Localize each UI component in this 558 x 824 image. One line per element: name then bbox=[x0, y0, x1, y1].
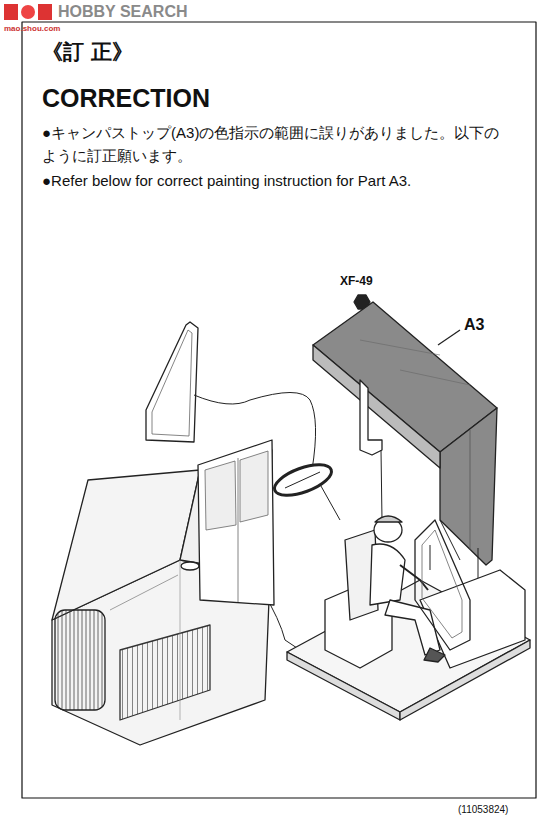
canvas-top bbox=[313, 302, 497, 565]
paint-code: XF-49 bbox=[340, 274, 373, 288]
document-number: (11053824) bbox=[458, 804, 508, 815]
watermark: mao.shou.com bbox=[4, 24, 60, 33]
side-rail bbox=[415, 520, 470, 650]
door-panel bbox=[146, 322, 198, 442]
floor-platform bbox=[287, 570, 530, 720]
page-frame bbox=[22, 22, 536, 798]
title: 《訂 正》 bbox=[42, 38, 133, 66]
steering-wheel bbox=[271, 458, 336, 501]
heading: CORRECTION bbox=[42, 84, 210, 113]
watermark-logo bbox=[4, 4, 52, 20]
leader-line bbox=[438, 330, 460, 345]
note-text: ●キャンパストップ(A3)の色指示の範囲に誤りがありました。以下のように訂正願い… bbox=[42, 122, 512, 167]
watermark: HOBBY SEARCH bbox=[58, 3, 188, 21]
windshield bbox=[198, 440, 274, 605]
part-number: A3 bbox=[464, 316, 484, 334]
note-text: ●Refer below for correct painting instru… bbox=[42, 172, 532, 189]
